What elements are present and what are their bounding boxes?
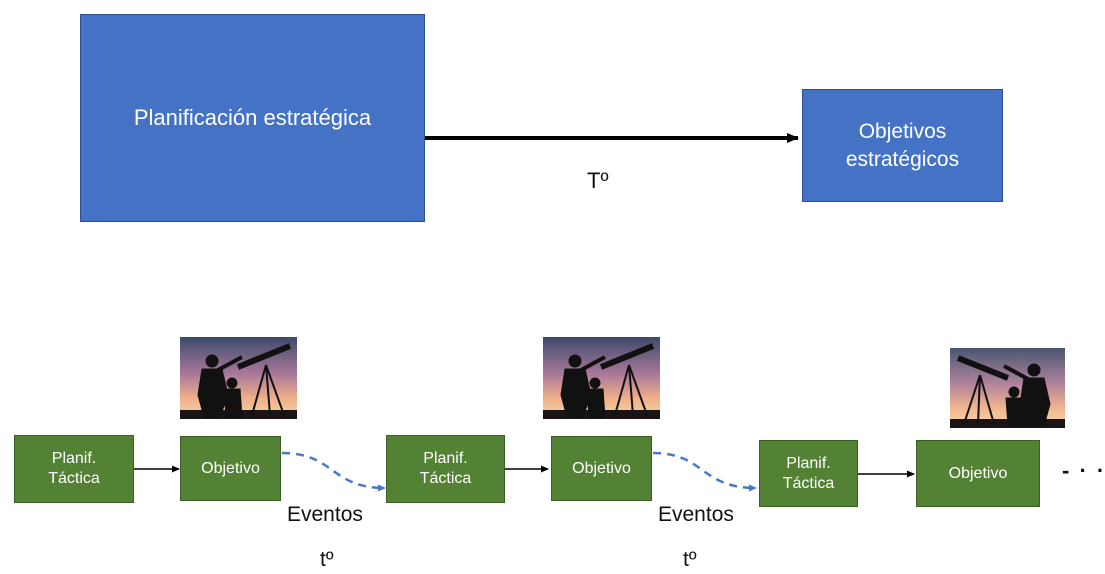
tactical-time-label: tº <box>320 548 334 571</box>
tactical-planning-box: Planif. Táctica <box>759 440 858 507</box>
events-label: Eventos <box>658 503 734 526</box>
objective-box: Objetivo <box>551 436 652 501</box>
strategic-planning-label: Planificación estratégica <box>133 105 372 130</box>
events-label: Eventos <box>287 503 363 526</box>
telescope-silhouette-icon <box>543 337 660 419</box>
tactical-planning-box: Planif. Táctica <box>14 435 134 503</box>
strategic-planning-box: Planificación estratégica <box>80 14 425 222</box>
tactical-planning-label: Planif. Táctica <box>419 450 472 487</box>
objective-label: Objetivo <box>948 464 1008 482</box>
objective-label: Objetivo <box>201 459 260 477</box>
objective-box: Objetivo <box>180 436 281 501</box>
strategic-objectives-label: Objetivos estratégicos <box>845 120 960 171</box>
strategic-objectives-box: Objetivos estratégicos <box>802 89 1003 202</box>
telescope-silhouette-icon <box>180 337 297 419</box>
tactical-planning-label: Planif. Táctica <box>782 454 835 492</box>
events-arrow-2 <box>652 451 757 492</box>
strategic-time-label: Tº <box>587 168 609 193</box>
continuation-dots: - · · <box>1062 458 1105 483</box>
objective-box: Objetivo <box>916 440 1040 507</box>
tactical-time-label: tº <box>683 548 697 571</box>
tactical-planning-box: Planif. Táctica <box>386 435 505 503</box>
telescope-silhouette-icon <box>950 348 1065 428</box>
events-arrow-1 <box>281 451 386 492</box>
tactical-planning-label: Planif. Táctica <box>48 450 100 487</box>
objective-label: Objetivo <box>572 459 631 477</box>
